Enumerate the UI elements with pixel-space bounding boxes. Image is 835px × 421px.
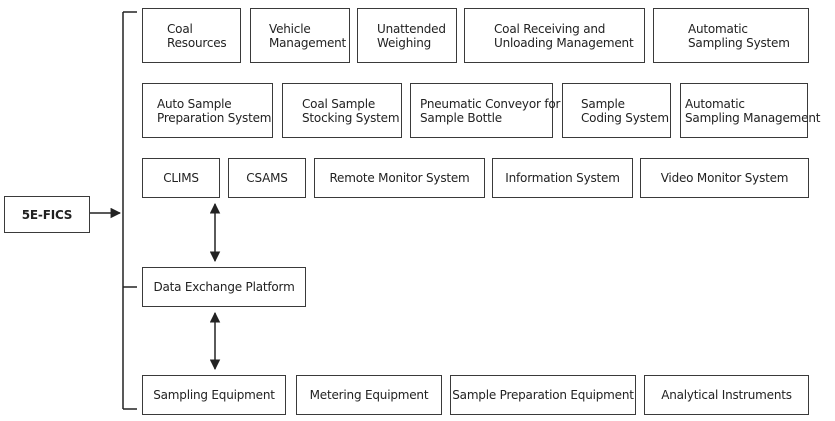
node-label: Metering Equipment	[309, 388, 429, 402]
node-clims: CLIMS	[142, 158, 220, 198]
node-pneumatic-conveyor: Pneumatic Conveyor for Sample Bottle	[410, 83, 560, 138]
node-analytical-instruments: Analytical Instruments	[644, 375, 809, 415]
node-line2: Weighing	[377, 35, 432, 50]
node-label: Data Exchange Platform	[153, 280, 295, 294]
node-line2: Sampling System	[688, 35, 790, 50]
node-label: Information System	[505, 171, 620, 185]
node-line2: Resources	[167, 35, 227, 50]
node-line1: Auto Sample	[157, 96, 232, 111]
node-line2: Preparation System	[157, 110, 272, 125]
node-label: CSAMS	[246, 171, 288, 185]
node-remote-monitor-system: Remote Monitor System	[314, 158, 485, 198]
node-label: Analytical Instruments	[661, 388, 792, 402]
node-sample-coding-system: Sample Coding System	[562, 83, 671, 138]
node-line1: Unattended	[377, 21, 446, 36]
node-line2: Unloading Management	[494, 35, 634, 50]
node-unattended-weighing: Unattended Weighing	[357, 8, 457, 63]
node-label: Remote Monitor System	[329, 171, 470, 185]
node-data-exchange-platform: Data Exchange Platform	[142, 267, 306, 307]
node-coal-sample-stocking: Coal Sample Stocking System	[282, 83, 402, 138]
node-line2: Coding System	[581, 110, 669, 125]
node-line1: Sample	[581, 96, 625, 111]
node-coal-resources: Coal Resources	[142, 8, 241, 63]
node-automatic-sampling-system: Automatic Sampling System	[653, 8, 809, 63]
node-line2: Sample Bottle	[420, 110, 502, 125]
node-line1: Pneumatic Conveyor for	[420, 96, 561, 111]
node-line1: Coal	[167, 21, 193, 36]
node-line1: Automatic	[688, 21, 748, 36]
node-line1: Automatic	[685, 96, 745, 111]
node-line2: Stocking System	[302, 110, 400, 125]
node-line1: Coal Receiving and	[494, 21, 606, 36]
node-label: Sample Preparation Equipment	[452, 388, 634, 402]
node-csams: CSAMS	[228, 158, 306, 198]
node-auto-sample-preparation: Auto Sample Preparation System	[142, 83, 273, 138]
node-line1: Vehicle	[269, 21, 311, 36]
node-sample-preparation-equipment: Sample Preparation Equipment	[450, 375, 636, 415]
node-label: CLIMS	[163, 171, 199, 185]
node-line1: Coal Sample	[302, 96, 376, 111]
node-video-monitor-system: Video Monitor System	[640, 158, 809, 198]
node-sampling-equipment: Sampling Equipment	[142, 375, 286, 415]
node-line2: Sampling Management	[685, 110, 821, 125]
root-node: 5E-FICS	[4, 196, 90, 233]
node-metering-equipment: Metering Equipment	[296, 375, 442, 415]
node-label: Sampling Equipment	[153, 388, 275, 402]
node-vehicle-management: Vehicle Management	[250, 8, 350, 63]
node-label: Video Monitor System	[660, 171, 789, 185]
node-coal-receiving-unloading: Coal Receiving and Unloading Management	[464, 8, 645, 63]
root-label: 5E-FICS	[21, 207, 73, 222]
node-information-system: Information System	[492, 158, 633, 198]
node-line2: Management	[269, 35, 347, 50]
node-automatic-sampling-management: Automatic Sampling Management	[680, 83, 820, 138]
